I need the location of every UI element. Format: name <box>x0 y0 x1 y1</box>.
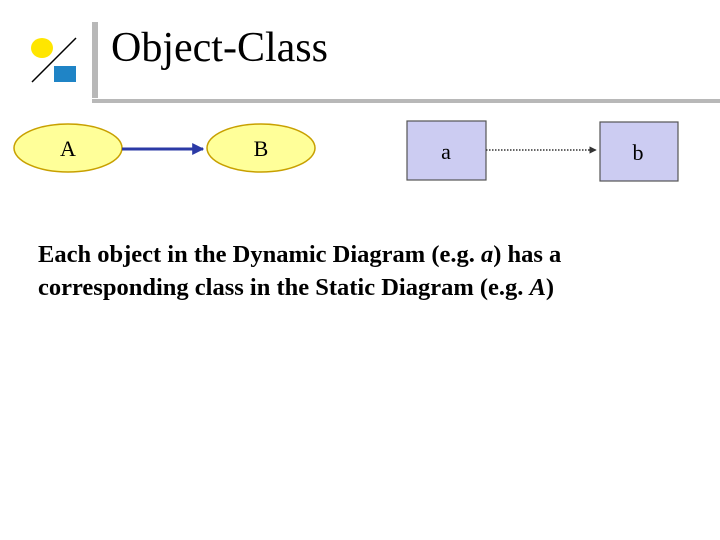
title-vertical-bar <box>92 22 98 98</box>
example-object-name: a <box>480 241 494 268</box>
slide-title: Object-Class <box>111 25 328 71</box>
logo-yellow-circle <box>31 38 53 58</box>
explanation-part-2: ) has a corresponding class in the Stati… <box>38 241 562 301</box>
example-class-name: A <box>529 273 546 301</box>
class-node-b: B <box>206 123 316 173</box>
class-node-a: A <box>13 123 123 173</box>
explanation-part-1: Each object in the Dynamic Diagram (e.g. <box>38 241 481 268</box>
explanation-part-3: ) <box>545 273 555 301</box>
class-label-a: A <box>60 136 76 161</box>
explanation-text: Each object in the Dynamic Diagram (e.g.… <box>38 239 698 304</box>
diagram-area: A B a b <box>13 120 679 182</box>
slide-logo <box>31 37 77 83</box>
object-node-b: b <box>599 121 679 182</box>
logo-blue-square <box>54 66 76 82</box>
title-horizontal-rule <box>92 99 720 103</box>
class-label-b: B <box>254 136 269 161</box>
object-label-a: a <box>441 139 451 164</box>
object-node-a: a <box>406 120 487 181</box>
logo-diagonal-line <box>31 37 77 83</box>
object-label-b: b <box>633 140 644 165</box>
